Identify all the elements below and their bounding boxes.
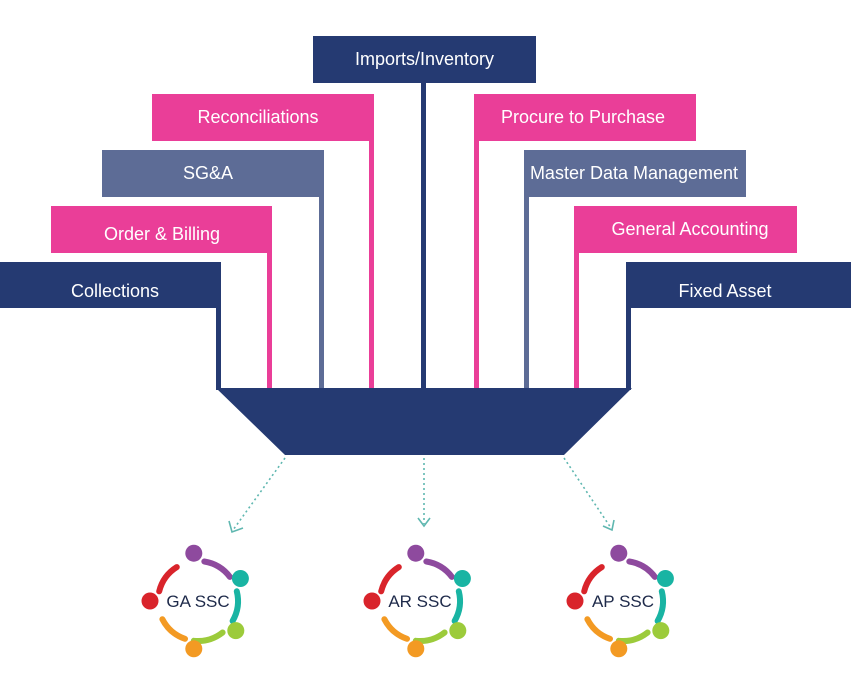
connector-general-accounting <box>574 253 579 390</box>
node-ga-ssc: GA SSC <box>141 544 249 658</box>
person-head <box>566 592 584 610</box>
box-reconciliations: Reconciliations <box>152 94 374 141</box>
person-arm <box>654 588 666 624</box>
person-arm <box>190 629 226 644</box>
person-arm <box>615 629 651 644</box>
funnel-body <box>216 388 632 455</box>
label-reconciliations: Reconciliations <box>197 107 318 127</box>
person-head <box>141 592 159 610</box>
connector-mdm <box>524 197 529 390</box>
label-ga-ssc: GA SSC <box>166 592 229 611</box>
box-fixed-asset: Fixed Asset <box>626 262 851 308</box>
node-ar-ssc: AR SSC <box>363 544 471 658</box>
team-circle-icon <box>363 544 471 658</box>
connector-procure <box>474 141 479 390</box>
person-arm <box>626 558 658 580</box>
label-ap-ssc: AP SSC <box>592 592 654 611</box>
person-arm <box>412 629 448 644</box>
connector-reconciliations <box>369 141 374 390</box>
person-arm <box>423 558 455 580</box>
label-procure: Procure to Purchase <box>501 107 665 127</box>
connector-sga <box>319 197 324 390</box>
label-sga: SG&A <box>183 163 233 183</box>
person-head <box>407 544 425 562</box>
person-arm <box>156 564 180 595</box>
person-arm <box>229 588 241 624</box>
person-head <box>453 570 471 587</box>
person-head <box>652 622 670 640</box>
label-fixed-asset: Fixed Asset <box>678 281 771 301</box>
person-arm <box>381 616 410 642</box>
box-collections: Collections <box>0 262 221 308</box>
team-circle-icon <box>566 544 674 658</box>
person-head <box>449 622 467 640</box>
box-order-billing: Order & Billing <box>51 206 272 253</box>
person-head <box>231 570 249 587</box>
person-head <box>407 640 425 658</box>
person-head <box>185 640 203 658</box>
label-mdm: Master Data Management <box>530 163 738 183</box>
connector-imports <box>421 83 426 390</box>
person-arm <box>159 616 188 642</box>
connector-lines <box>216 83 631 390</box>
person-arm <box>451 588 463 624</box>
arrowhead-ar <box>417 517 431 528</box>
label-general-accounting: General Accounting <box>611 219 768 239</box>
box-general-accounting: General Accounting <box>574 206 797 253</box>
label-imports: Imports/Inventory <box>355 49 494 69</box>
box-procure: Procure to Purchase <box>474 94 696 141</box>
person-head <box>185 544 203 562</box>
person-arm <box>378 564 402 595</box>
person-arm <box>581 564 605 595</box>
output-nodes: GA SSC AR SSC AP SSC <box>141 544 674 658</box>
arrowhead-ga <box>228 520 244 534</box>
connector-collections <box>216 308 221 390</box>
team-circle-icon <box>141 544 249 658</box>
label-order-billing: Order & Billing <box>104 224 220 244</box>
connector-order-billing <box>267 253 272 390</box>
arrow-to-ap <box>563 457 612 529</box>
node-ap-ssc: AP SSC <box>566 544 674 658</box>
label-collections: Collections <box>71 281 159 301</box>
box-sga: SG&A <box>102 150 324 197</box>
connector-fixed-asset <box>626 308 631 390</box>
person-head <box>610 640 628 658</box>
box-mdm: Master Data Management <box>524 150 746 197</box>
person-arm <box>201 558 233 580</box>
label-ar-ssc: AR SSC <box>388 592 451 611</box>
person-head <box>363 592 381 610</box>
arrowhead-ap <box>602 519 615 532</box>
person-head <box>610 544 628 562</box>
box-imports: Imports/Inventory <box>313 36 536 83</box>
person-arm <box>584 616 613 642</box>
output-arrows <box>228 457 615 534</box>
person-head <box>227 622 245 640</box>
person-head <box>656 570 674 587</box>
arrow-to-ga <box>232 457 286 531</box>
